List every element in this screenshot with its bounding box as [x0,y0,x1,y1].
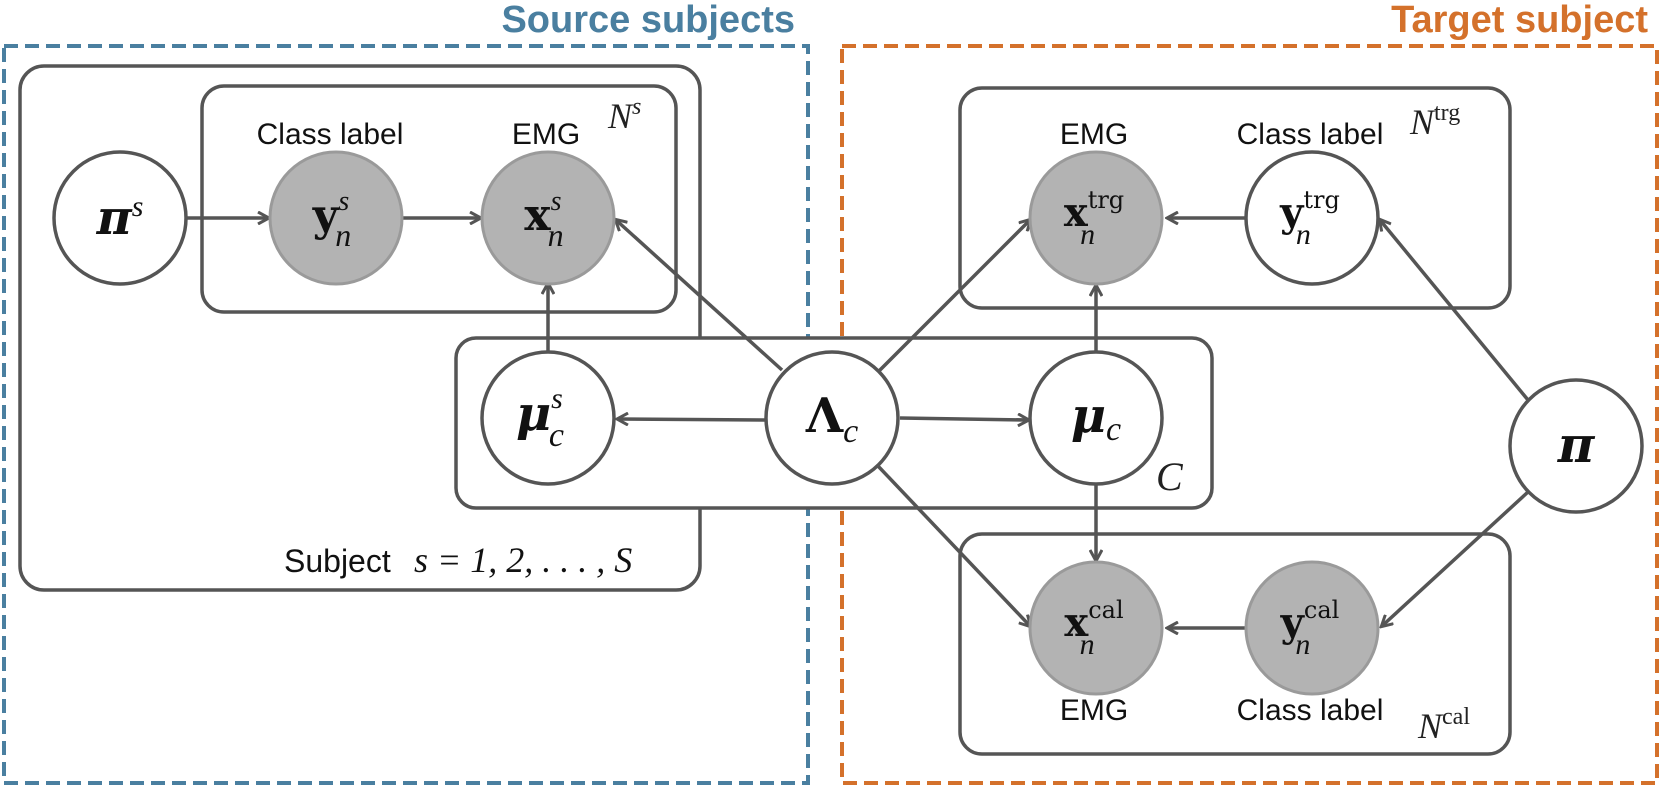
edge-pi-to-y-trg [1380,220,1530,402]
node-pi [1508,378,1644,514]
node-y-trg [1244,150,1380,286]
node-lambda [764,350,900,486]
target-trg-plate [958,86,1512,310]
target-trg-plate-label: Ntrg [1409,100,1460,142]
edge-lambda-to-x-s [616,220,784,372]
target-cal-plate [958,532,1512,756]
class-plate-label: C [1156,454,1184,499]
node-x-trg [1028,150,1164,286]
source-n-plate [200,84,678,314]
node-y-cal [1244,560,1380,696]
node-mu-s [480,350,616,486]
source-n-plate-label: Ns [607,94,641,136]
target-cal-plate-label: Ncal [1417,704,1470,746]
caption-target-emg: EMG [1060,118,1128,151]
source-subject-plate [18,64,702,592]
caption-target-class-label: Class label [1237,118,1384,151]
node-x-s [480,150,616,286]
symbol-pi-s: πs [96,190,144,246]
edge-lambda-to-x-cal [876,464,1030,626]
edge-lambda-to-mu-s [618,419,767,420]
caption-source-class-label: Class label [257,118,404,151]
caption-calibration-emg: EMG [1060,694,1128,727]
caption-calibration-class-label: Class label [1237,694,1384,727]
symbol-mu-c: μc [1071,388,1121,448]
node-pi-s [52,150,188,286]
source-subjects-title: Source subjects [501,0,795,41]
node-x-cal [1028,560,1164,696]
edge-lambda-to-x-trg [876,220,1030,374]
symbol-lambda: Λc [805,388,858,450]
caption-source-emg: EMG [512,118,580,151]
node-mu-c [1028,350,1164,486]
source-subject-plate-label: Subject [284,543,391,579]
source-subjects-box [2,44,810,785]
edges [184,218,1530,628]
edge-lambda-to-mu-c [899,418,1028,420]
node-y-s [268,150,404,286]
source-subject-range: s = 1, 2, . . . , S [414,540,632,580]
target-subject-title: Target subject [1391,0,1648,41]
edge-pi-to-y-cal [1382,490,1530,626]
symbol-pi: π [1557,415,1596,474]
